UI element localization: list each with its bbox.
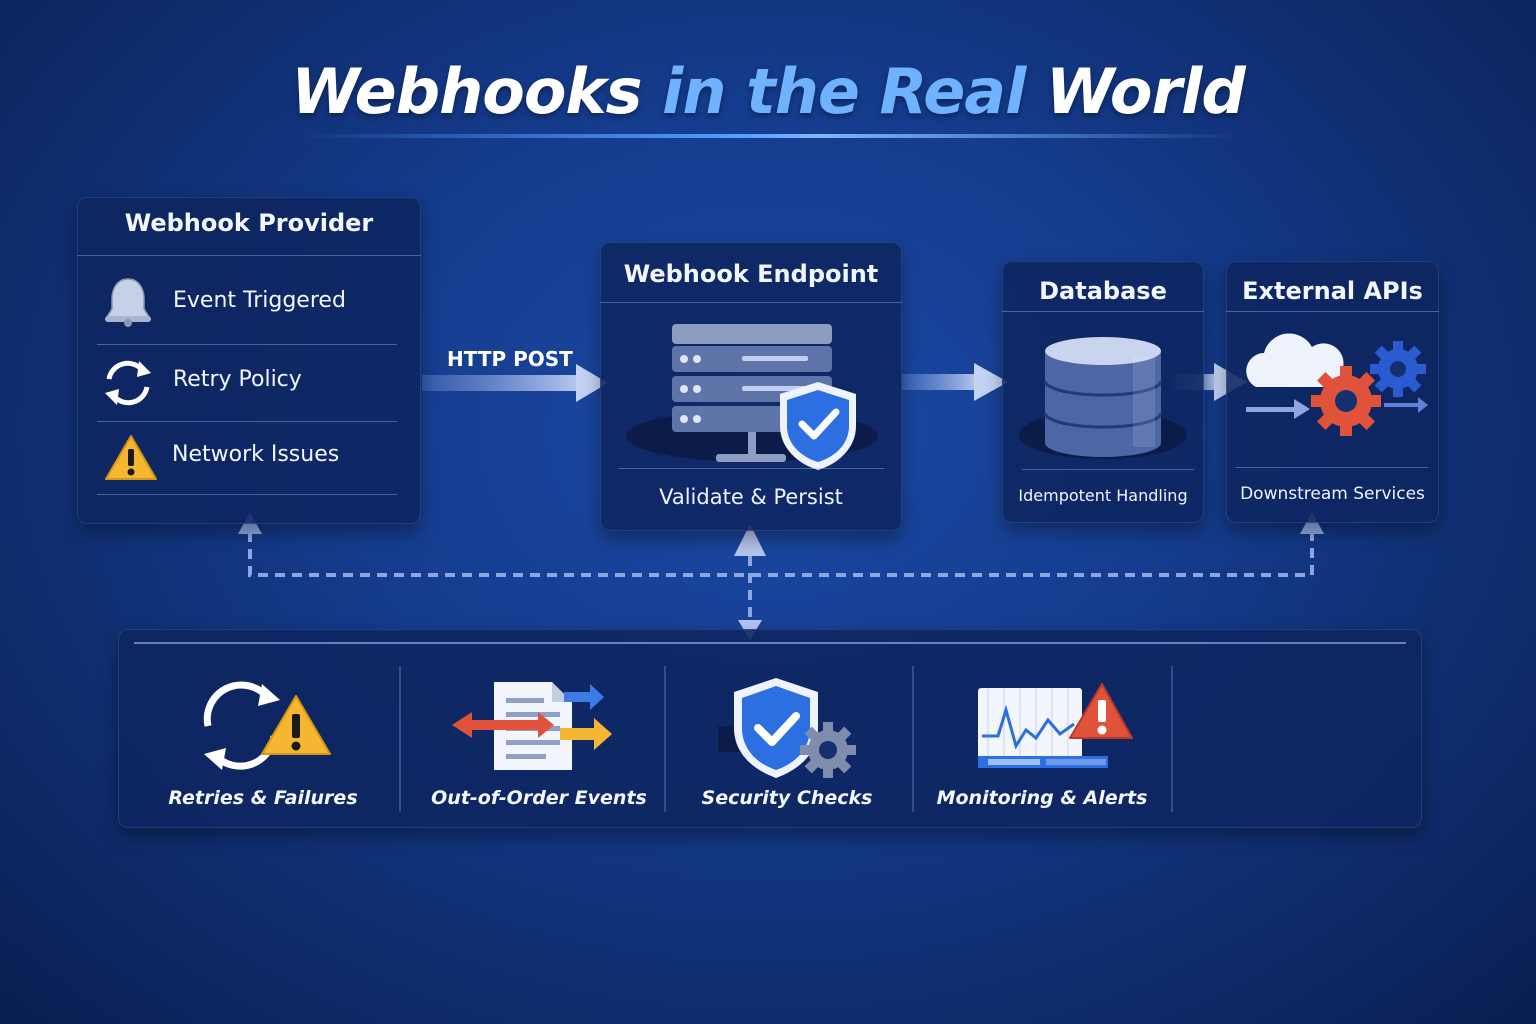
shield-gear-icon [712, 674, 862, 780]
refresh-icon [99, 357, 157, 409]
challenge-separator [399, 666, 401, 812]
provider-title: Webhook Provider [77, 209, 421, 237]
challenges-top-rule [134, 642, 1406, 644]
database-icon [1013, 327, 1193, 467]
challenge-label: Monitoring & Alerts [926, 787, 1158, 809]
retry-warning-icon [196, 676, 336, 776]
challenge-label: Out-of-Order Events [410, 787, 668, 809]
provider-item-label: Network Issues [172, 442, 339, 467]
endpoint-to-database-arrow [902, 363, 1008, 401]
provider-row-divider [97, 421, 397, 422]
bell-icon [103, 275, 153, 327]
cloud-gears-icon [1234, 327, 1434, 457]
feedback-dashed-lines [250, 532, 1312, 624]
endpoint-title-divider [600, 302, 902, 303]
server-shield-icon [622, 318, 882, 478]
challenge-label: Retries & Failures [150, 787, 376, 809]
warning-icon [103, 433, 159, 483]
challenge-separator [912, 666, 914, 812]
database-title-divider [1002, 311, 1204, 312]
external-caption: Downstream Services [1226, 484, 1439, 504]
external-apis-panel: External APIs [1226, 261, 1439, 523]
database-caption-divider [1022, 469, 1194, 470]
challenge-separator [1171, 666, 1173, 812]
endpoint-title: Webhook Endpoint [600, 260, 902, 288]
http-post-label: HTTP POST [447, 347, 573, 371]
provider-item-label: Event Triggered [173, 288, 346, 313]
provider-item-label: Retry Policy [173, 367, 302, 392]
external-title: External APIs [1226, 277, 1439, 305]
document-arrows-icon [448, 672, 618, 782]
database-panel: Database Idempotent Handling [1002, 261, 1204, 523]
monitor-alert-icon [974, 680, 1144, 780]
external-caption-divider [1236, 467, 1428, 468]
endpoint-caption-divider [618, 468, 884, 469]
challenge-label: Security Checks [676, 787, 898, 809]
database-title: Database [1002, 277, 1204, 305]
endpoint-caption: Validate & Persist [600, 485, 902, 509]
provider-title-divider [77, 255, 421, 256]
webhook-provider-panel: Webhook Provider Event Triggered Retry P… [77, 197, 421, 524]
external-title-divider [1226, 311, 1439, 312]
webhook-endpoint-panel: Webhook Endpoint Validate & Persist [600, 242, 902, 531]
provider-row-divider [97, 344, 397, 345]
database-caption: Idempotent Handling [1002, 486, 1204, 505]
provider-row-divider [97, 494, 397, 495]
